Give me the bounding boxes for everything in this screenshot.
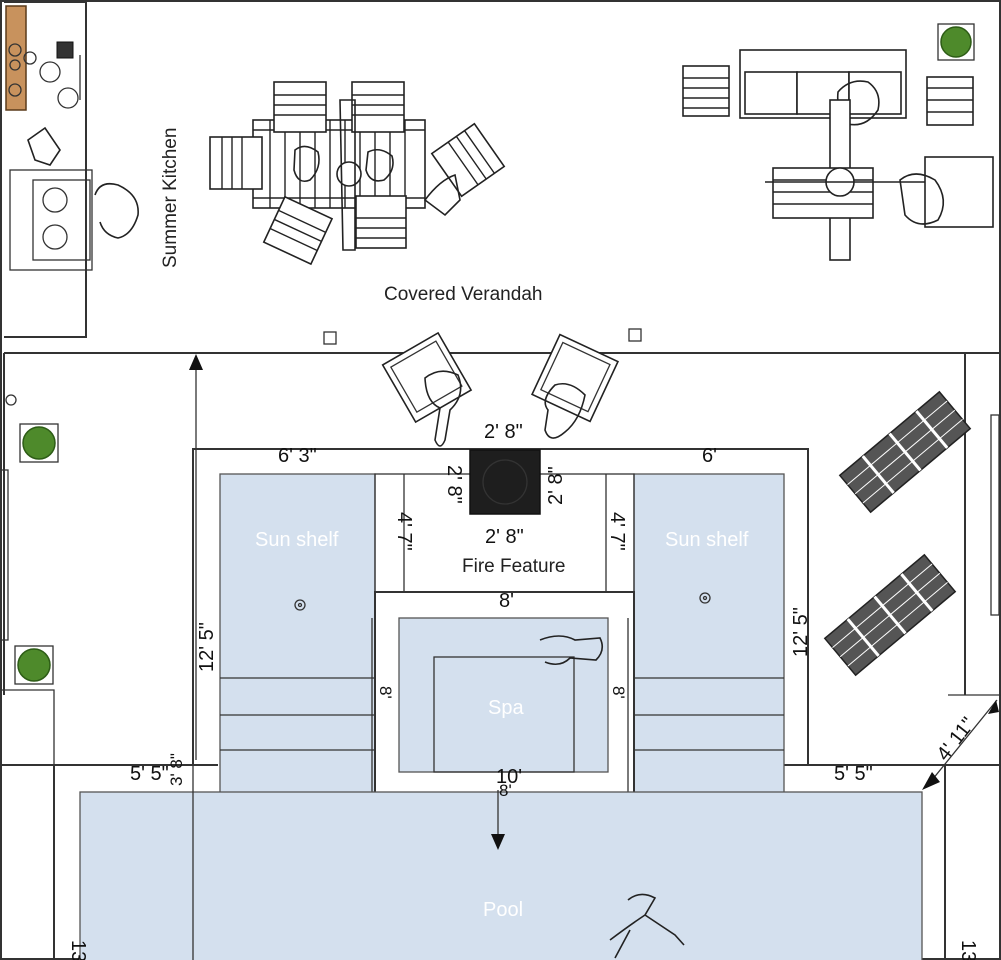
dim-pool-left-edge: 13 [67, 940, 89, 960]
dining-set [209, 81, 506, 266]
dim-left-height: 12' 5" [196, 622, 218, 672]
covered-verandah-label: Covered Verandah [384, 284, 542, 305]
dim-pool-right-step: 5' 5" [834, 763, 873, 785]
plant-icon [22, 426, 56, 460]
plants [14, 23, 975, 685]
sun-shelf-right-label: Sun shelf [665, 529, 749, 551]
summer-kitchen-label: Summer Kitchen [160, 128, 181, 268]
fire-pit [469, 449, 541, 515]
sun-shelf-left [219, 473, 376, 797]
plant-icon [17, 648, 51, 682]
fire-chairs [381, 331, 620, 447]
kitchen-fixtures [5, 5, 139, 271]
dimension-lines [189, 354, 999, 850]
dim-fire-area-right: 4' 7" [606, 512, 628, 551]
loungers [823, 390, 972, 677]
shelf-steps [220, 592, 784, 751]
dim-small-left: 3' 8" [167, 753, 186, 786]
dim-spa-left: 8' [376, 686, 395, 699]
dim-fire-bottom: 2' 8" [485, 526, 524, 548]
dim-spa-right: 8' [609, 686, 628, 699]
dim-pool-left-step: 5' 5" [130, 763, 169, 785]
pool [79, 791, 923, 960]
dim-top-left-ledge: 6' 3" [278, 445, 317, 467]
dim-fire-top: 2' 8" [484, 421, 523, 443]
dim-fire-area-left: 4' 7" [393, 512, 415, 551]
dim-fire-left: 2' 8" [443, 465, 465, 504]
dim-spa-bottom-small: 8' [499, 781, 512, 800]
pool-deck [192, 448, 809, 765]
sun-shelf-left-label: Sun shelf [255, 529, 339, 551]
post [628, 328, 642, 342]
post [323, 331, 337, 345]
dim-spa-width: 8' [499, 590, 514, 612]
spa [398, 617, 609, 773]
pool-label: Pool [483, 899, 523, 921]
swimmers [539, 635, 685, 959]
plant-icon [940, 26, 972, 58]
sun-shelf-right [633, 473, 785, 797]
lounge-set [682, 49, 994, 261]
dim-right-height: 12' 5" [790, 607, 812, 657]
dim-fire-right: 2' 8" [545, 466, 567, 505]
dim-top-right-ledge: 6' [702, 445, 717, 467]
spa-label: Spa [488, 697, 524, 719]
dim-pool-right-edge: 13 [957, 940, 979, 960]
dim-spa-bottom: 10' [496, 766, 522, 788]
dim-diag-right: 4' 11" [933, 713, 980, 765]
fire-feature-label: Fire Feature [462, 556, 565, 577]
